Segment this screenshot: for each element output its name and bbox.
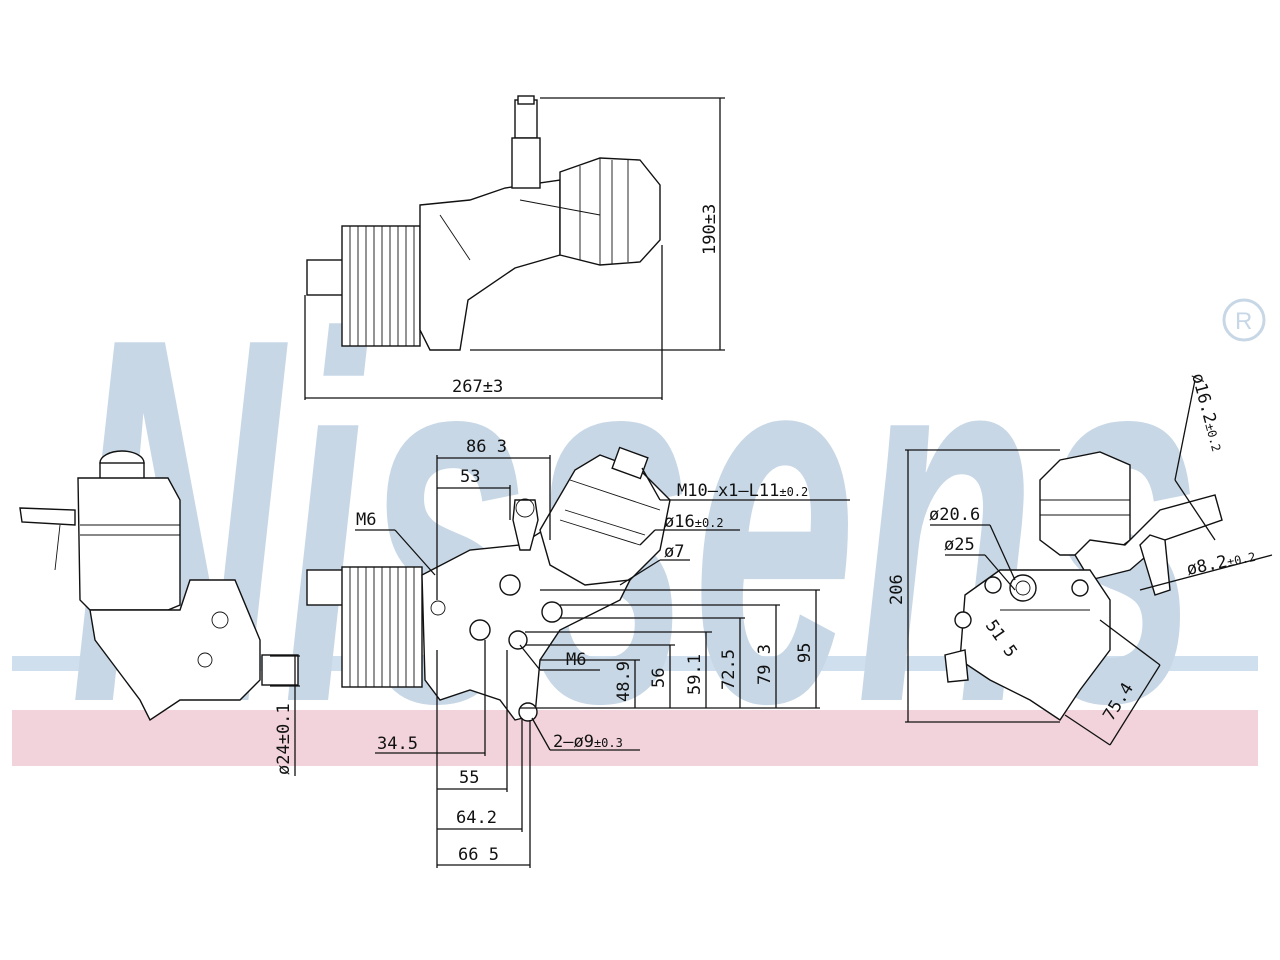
- middle-view-dimensions: 86 3 53 M10–x1–L11±0.2 ø16±0.2 ø7 M6 M6: [355, 437, 850, 868]
- dim-h-206: 206: [887, 574, 907, 605]
- left-view: [19, 450, 299, 722]
- middle-view: [306, 446, 671, 722]
- dim-h-95: 95: [795, 643, 815, 663]
- top-view-dimensions: 190±3 267±3: [304, 97, 725, 400]
- dim-dia-7: ø7: [664, 542, 684, 562]
- dim-height-190: 190±3: [700, 204, 720, 255]
- dim-w-64-2: 64.2: [456, 808, 497, 828]
- dim-dia-25: ø25: [944, 535, 975, 555]
- registered-mark: R: [1235, 308, 1252, 335]
- dim-dia-16: ø16±0.2: [664, 512, 724, 532]
- dim-m6-upper: M6: [356, 510, 376, 530]
- dim-h-48-9: 48.9: [614, 661, 634, 702]
- dim-86-3: 86 3: [466, 437, 507, 457]
- dim-h-72-5: 72.5: [719, 649, 739, 690]
- dim-h-59-1: 59.1: [685, 654, 705, 695]
- left-view-dimensions: ø24±0.1: [270, 655, 300, 776]
- dim-h-56: 56: [649, 668, 669, 688]
- dim-w-55: 55: [459, 768, 479, 788]
- watermark-stripe-pink: [12, 710, 1258, 766]
- dim-width-267: 267±3: [452, 377, 503, 397]
- registered-mark-circle: [1222, 298, 1266, 342]
- dim-dia-24: ø24±0.1: [274, 703, 294, 775]
- dim-53: 53: [460, 467, 480, 487]
- dim-w-34-5: 34.5: [377, 734, 418, 754]
- dim-thread: M10–x1–L11±0.2: [677, 481, 808, 501]
- dim-w-66-5: 66 5: [458, 845, 499, 865]
- dim-h-79-3: 79 3: [755, 644, 775, 685]
- dim-dia-20-6: ø20.6: [929, 505, 980, 525]
- top-view: [306, 95, 661, 351]
- dim-holes: 2–ø9±0.3: [553, 732, 623, 752]
- right-view: [944, 451, 1223, 721]
